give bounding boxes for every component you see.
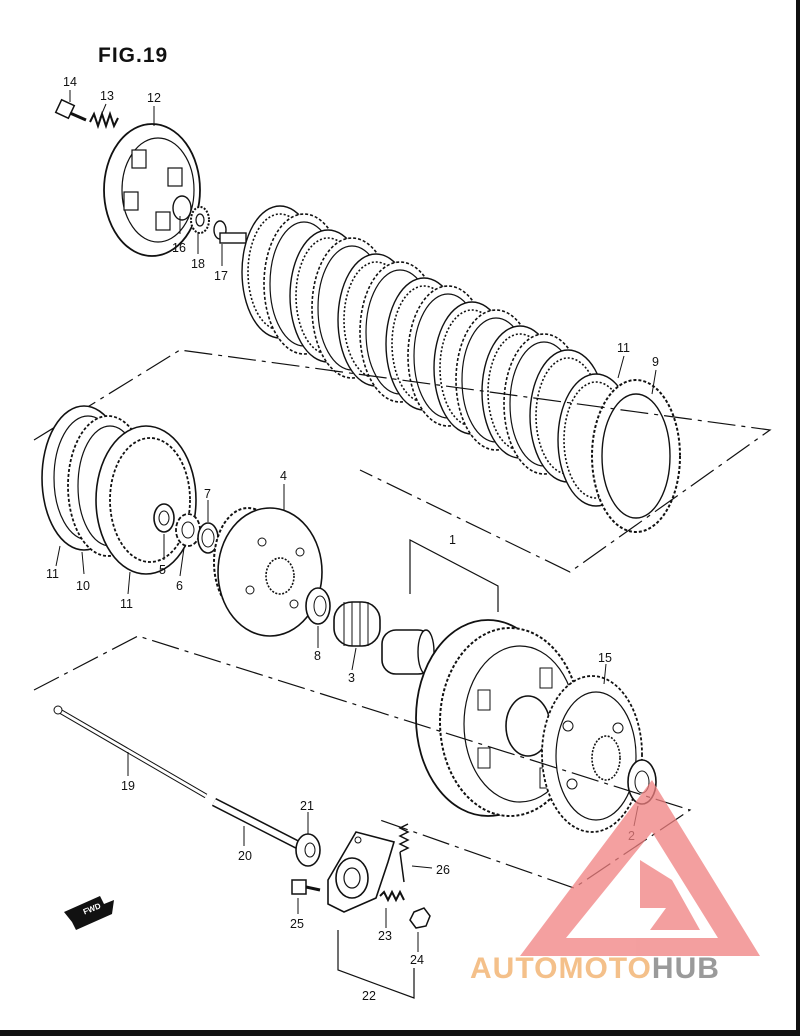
- callout-3: 3: [348, 671, 355, 685]
- callout-17: 17: [214, 269, 228, 283]
- callout-21: 21: [300, 799, 314, 813]
- pushrod-piece-17: [213, 220, 247, 244]
- callout-9: 9: [652, 355, 659, 369]
- callout-22: 22: [362, 989, 376, 1003]
- pressure-plate-12: [103, 123, 201, 257]
- watermark-brand-text: AUTOMOTOHUB: [470, 952, 720, 986]
- starter-gear-15: [541, 675, 643, 833]
- lock-nut-24: [409, 907, 431, 929]
- callout-16: 16: [172, 241, 186, 255]
- callout-19: 19: [121, 779, 135, 793]
- bolt-25: [291, 879, 321, 895]
- push-rod-19: [53, 705, 208, 799]
- bearing-18: [190, 206, 210, 234]
- callout-25: 25: [290, 917, 304, 931]
- release-assembly-22: [327, 831, 396, 913]
- push-rod-20: [211, 797, 303, 851]
- callout-23: 23: [378, 929, 392, 943]
- callout-24: 24: [410, 953, 424, 967]
- steel-plate-11-center: [95, 425, 197, 575]
- figure-title: FIG.19: [98, 44, 169, 67]
- needle-bearing-3: [333, 601, 381, 647]
- spring-13: [89, 110, 119, 130]
- sleeve-hub-4: [213, 507, 323, 637]
- callout-6: 6: [176, 579, 183, 593]
- page-border-bottom: [0, 1030, 800, 1036]
- callout-11-center: 11: [120, 597, 133, 611]
- washer-5: [153, 503, 175, 533]
- callout-12: 12: [147, 91, 161, 105]
- callout-15: 15: [598, 651, 612, 665]
- bolt-14: [54, 98, 87, 122]
- adjuster-screw-23: [379, 889, 405, 903]
- watermark-brand-part2: HUB: [651, 952, 720, 985]
- spring-26: [398, 823, 410, 883]
- lock-washer-6: [175, 513, 201, 547]
- callout-8: 8: [314, 649, 321, 663]
- leader-lines: [55, 90, 657, 952]
- callout-11-top: 11: [617, 341, 630, 355]
- page-border-right: [796, 0, 800, 1036]
- callout-4: 4: [280, 469, 287, 483]
- callout-20: 20: [238, 849, 252, 863]
- callout-13: 13: [100, 89, 114, 103]
- callout-14: 14: [63, 75, 77, 89]
- washer-8: [305, 587, 331, 625]
- forward-direction-arrow: FWD: [64, 896, 114, 930]
- clutch-plate-stack: [241, 205, 681, 533]
- callout-18: 18: [191, 257, 205, 271]
- watermark-logo: [520, 780, 760, 956]
- callout-10: 10: [76, 579, 90, 593]
- callout-7: 7: [204, 487, 211, 501]
- oil-seal-21: [295, 833, 321, 867]
- friction-plate-9: [591, 379, 681, 533]
- watermark-brand-part1: AUTOMOTO: [470, 952, 652, 985]
- callout-11-left: 11: [46, 567, 59, 581]
- washer-7: [197, 522, 219, 554]
- callout-1: 1: [449, 533, 456, 547]
- callout-26: 26: [436, 863, 450, 877]
- callout-5: 5: [159, 563, 166, 577]
